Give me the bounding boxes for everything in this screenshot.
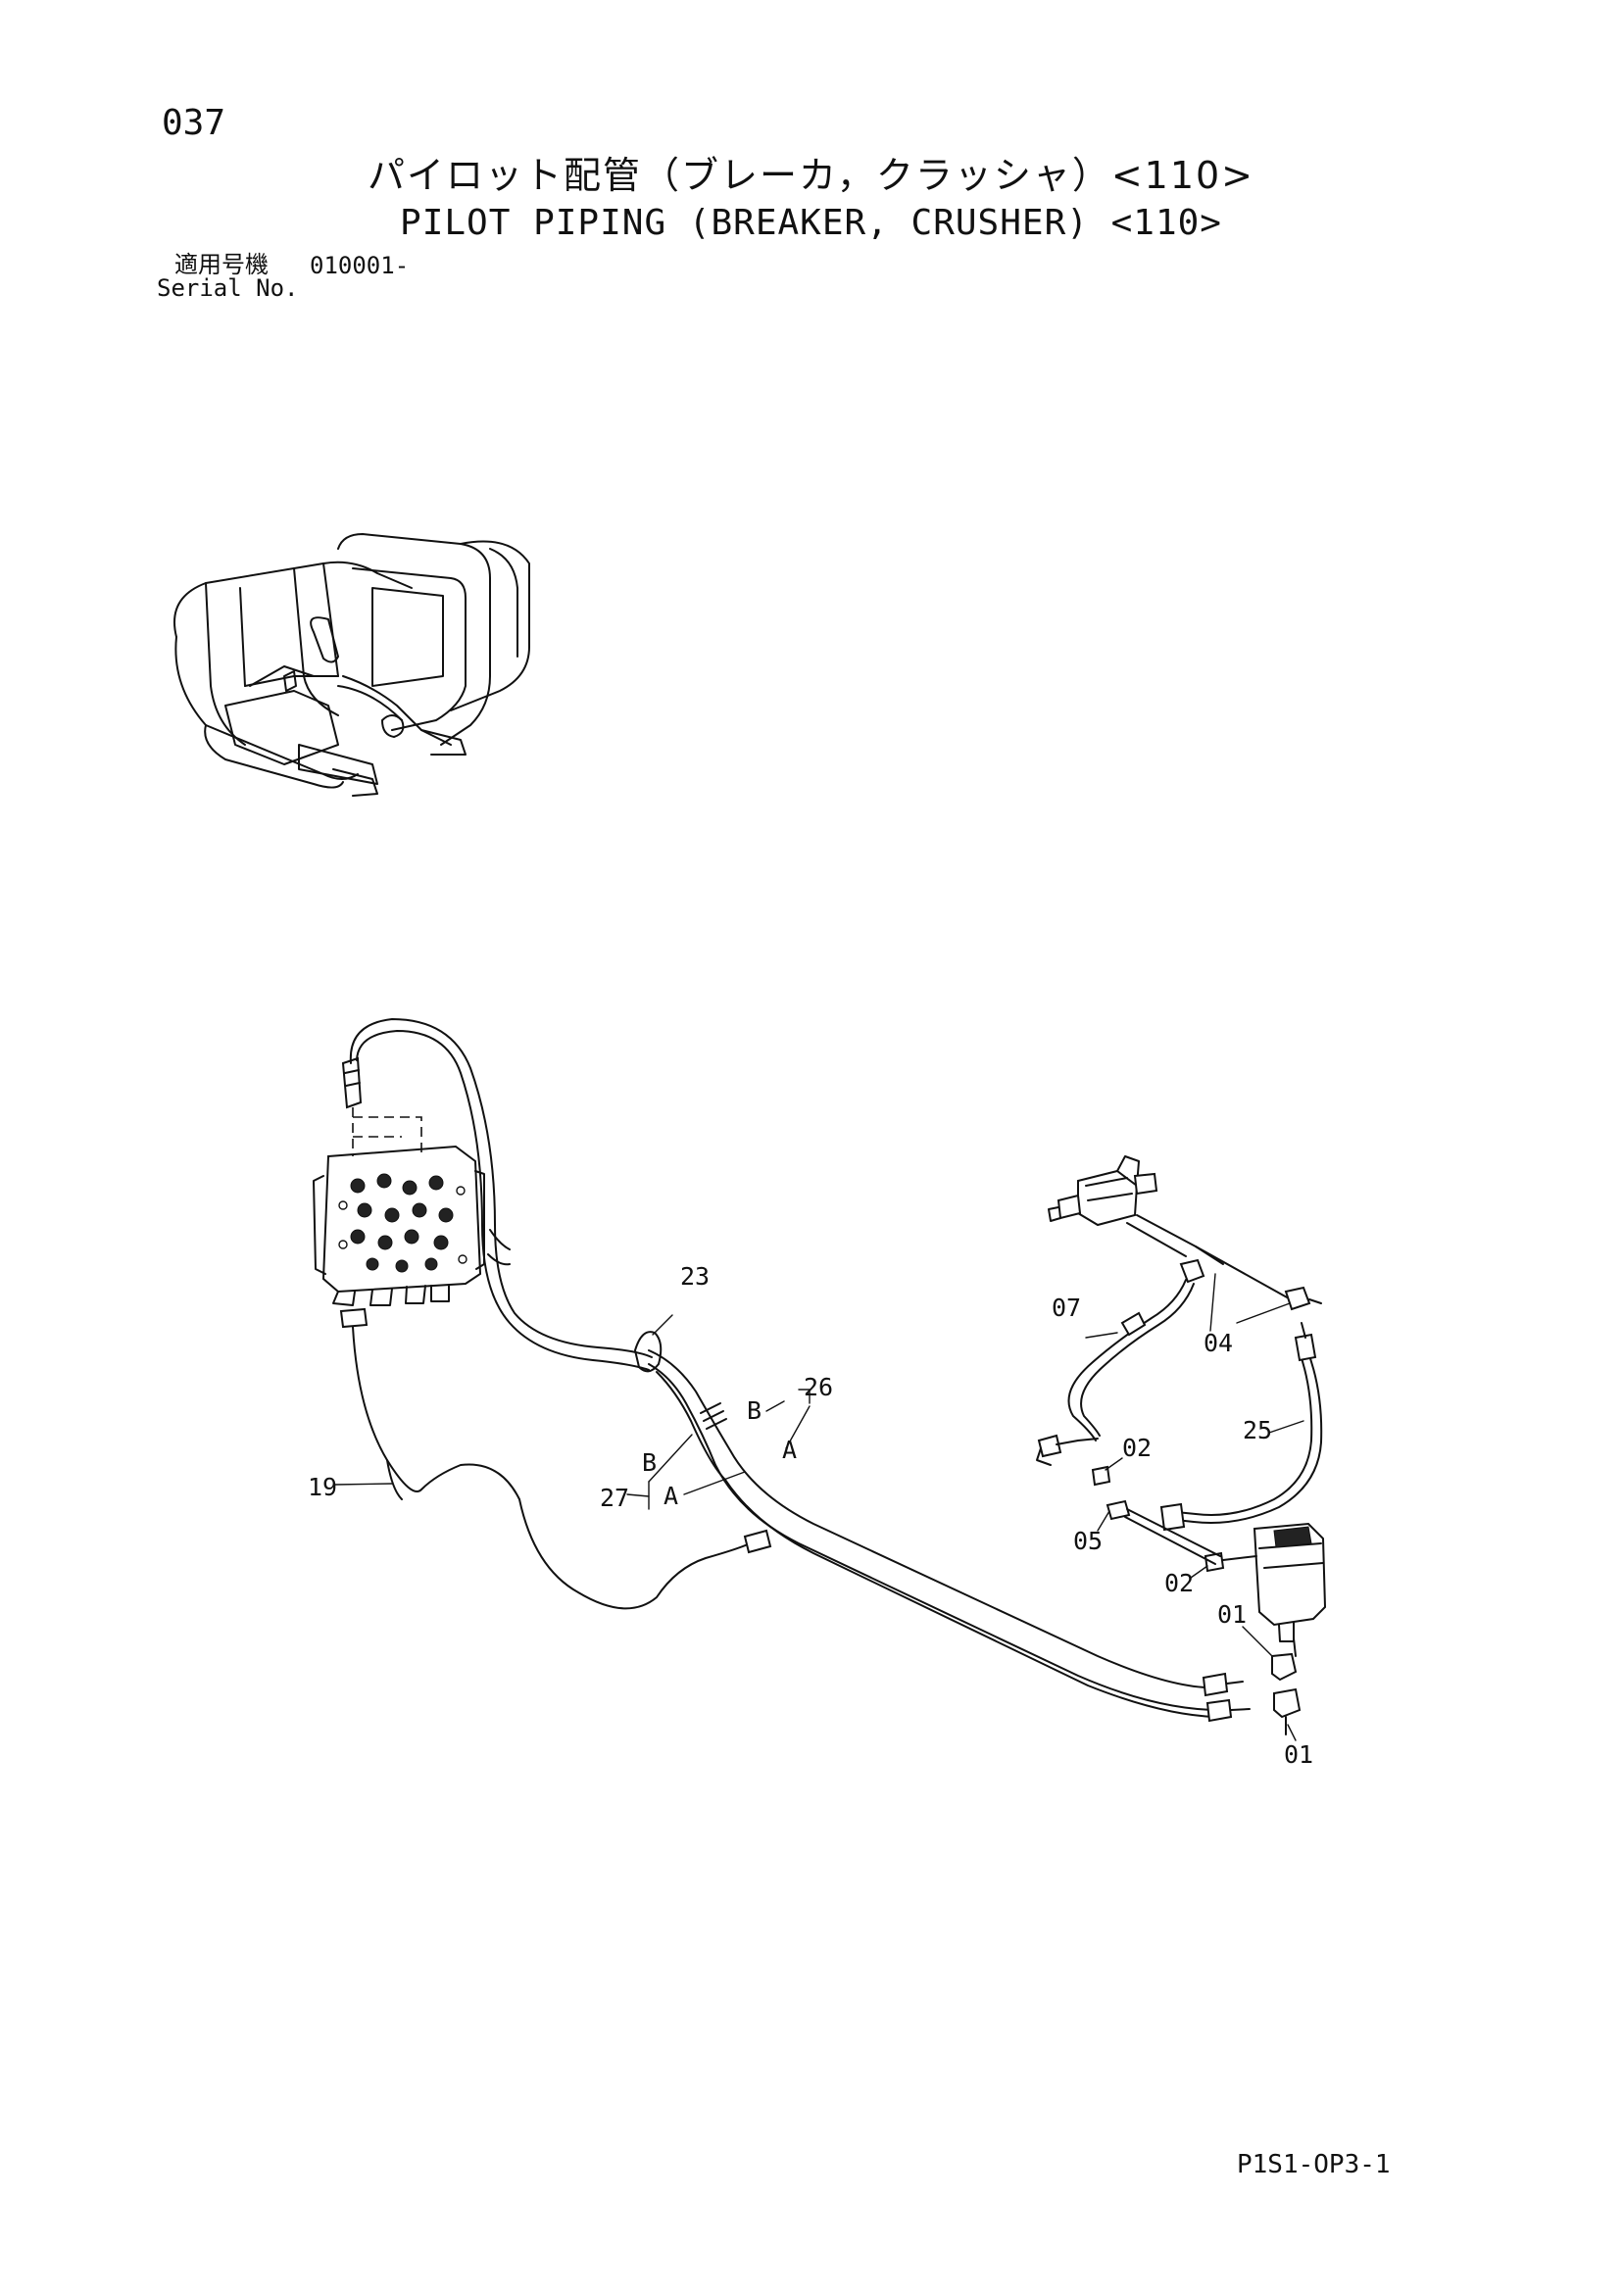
callout-07: 07 (1052, 1294, 1082, 1322)
document-code: P1S1-OP3-1 (1237, 2150, 1391, 2179)
callout-01-upper: 01 (1217, 1600, 1248, 1629)
callout-23: 23 (680, 1262, 711, 1291)
attachment-valve-assembly (1048, 1155, 1322, 1311)
pilot-valve-block (313, 1056, 485, 1306)
callout-05: 05 (1073, 1527, 1104, 1555)
excavator-locator-illustration (173, 533, 530, 797)
pipe-05-and-plug-02 (1091, 1465, 1221, 1565)
callout-26: 26 (804, 1373, 834, 1401)
title-english: PILOT PIPING (BREAKER, CRUSHER) <110> (400, 203, 1222, 243)
label-a-upper: A (782, 1436, 798, 1464)
callout-leaders (334, 1273, 1304, 1741)
hose-25 (1159, 1322, 1323, 1532)
label-a-lower: A (664, 1482, 679, 1510)
page-number: 037 (162, 103, 226, 143)
callout-25: 25 (1243, 1416, 1273, 1444)
serial-value: 010001- (310, 252, 410, 279)
label-b-upper: B (747, 1396, 762, 1425)
label-b-lower: B (642, 1448, 658, 1477)
callout-02-upper: 02 (1122, 1434, 1153, 1462)
serial-label-japanese: 適用号機 (174, 251, 269, 278)
callout-04: 04 (1204, 1329, 1234, 1357)
callout-27: 27 (600, 1484, 630, 1512)
harness-19 (339, 1307, 772, 1610)
serial-label-english: Serial No. (157, 274, 299, 302)
upper-pilot-hoses (349, 1018, 653, 1371)
hose-07 (1036, 1279, 1195, 1466)
callout-02-lower: 02 (1164, 1569, 1195, 1597)
callout-01-lower: 01 (1284, 1740, 1314, 1769)
title-japanese: パイロット配管（ブレーカ，クラッシャ）<110> (367, 154, 1255, 197)
callout-19: 19 (308, 1473, 338, 1501)
main-hose-bundle (634, 1331, 1251, 1723)
